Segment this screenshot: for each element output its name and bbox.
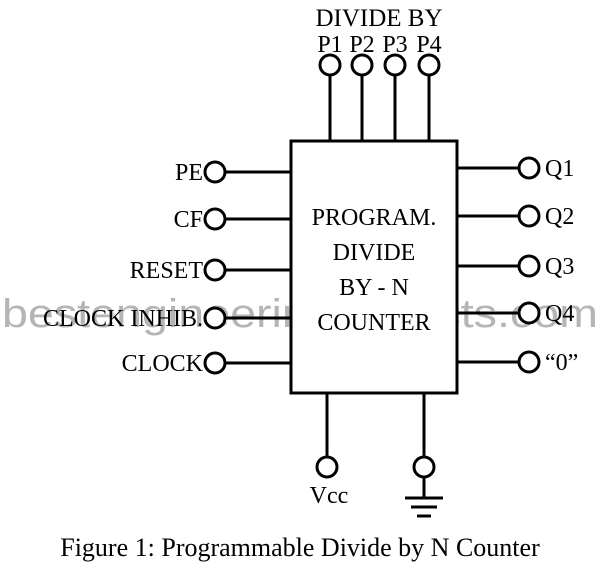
figure-caption: Figure 1: Programmable Divide by N Count… xyxy=(60,533,540,562)
pin-terminal-circle-icon xyxy=(203,258,227,282)
pin-label-q1: Q1 xyxy=(545,156,574,182)
ground-symbol-icon xyxy=(405,477,443,518)
pin-terminal-circle-icon xyxy=(383,53,407,77)
pin-terminal-circle-icon xyxy=(517,350,541,374)
block-line-1: PROGRAM. xyxy=(312,205,437,231)
pin-label-q2: Q2 xyxy=(545,204,574,230)
top-pins xyxy=(318,53,441,141)
bottom-pins xyxy=(315,393,443,518)
right-pins xyxy=(457,156,541,374)
pin-terminal-circle-icon xyxy=(318,53,342,77)
block-line-4: COUNTER xyxy=(317,310,430,336)
pin-terminal-circle-icon xyxy=(203,207,227,231)
pin-label-zero: “0” xyxy=(545,350,578,376)
pin-label-q3: Q3 xyxy=(545,254,574,280)
pin-label-clock: CLOCK xyxy=(122,351,204,377)
pin-label-cf: CF xyxy=(174,207,203,233)
pin-terminal-circle-icon xyxy=(517,204,541,228)
pin-terminal-circle-icon xyxy=(517,254,541,278)
pin-terminal-circle-icon xyxy=(417,53,441,77)
pin-terminal-circle-icon xyxy=(203,160,227,184)
pin-terminal-circle-icon xyxy=(517,156,541,180)
pin-label-pe: PE xyxy=(175,160,203,186)
pin-terminal-circle-icon xyxy=(203,306,227,330)
counter-block xyxy=(289,139,459,395)
pin-terminal-circle-icon xyxy=(315,455,339,479)
pin-label-vcc: Vcc xyxy=(310,483,349,509)
pin-terminal-circle-icon xyxy=(517,301,541,325)
pin-terminal-circle-icon xyxy=(203,351,227,375)
left-pins xyxy=(203,160,291,375)
pin-label-q4: Q4 xyxy=(545,301,574,327)
block-line-3: BY - N xyxy=(339,275,409,301)
pin-label-clock-inhib: CLOCK INHIB. xyxy=(43,306,203,332)
block-line-2: DIVIDE xyxy=(333,240,416,266)
pin-terminal-circle-icon xyxy=(350,53,374,77)
pin-label-reset: RESET xyxy=(130,258,204,284)
pin-terminal-circle-icon xyxy=(412,455,436,479)
divide-by-title: DIVIDE BY xyxy=(315,5,442,32)
